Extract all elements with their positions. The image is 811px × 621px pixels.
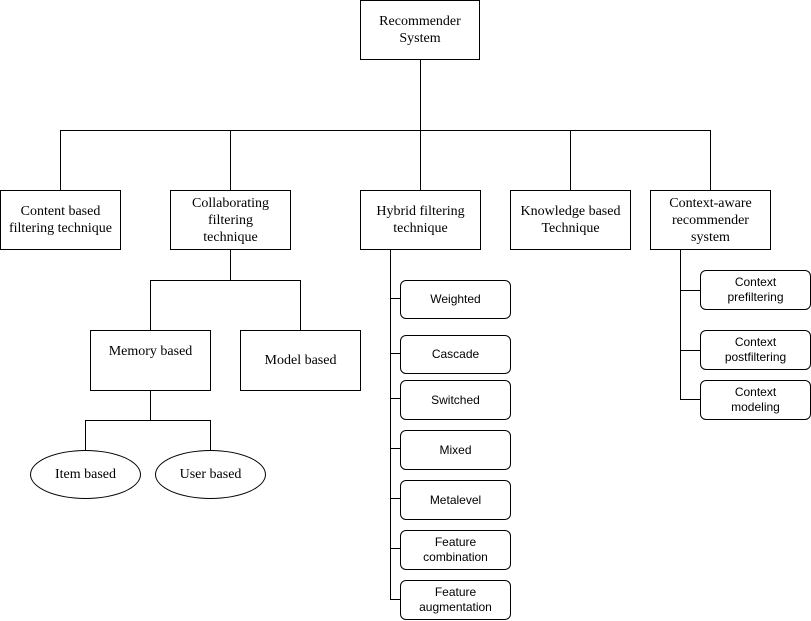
node-label: Metalevel [429, 492, 482, 507]
node-label: User based [179, 467, 242, 482]
node-mixed: Mixed [400, 430, 511, 470]
node-feature-augmentation: Feature augmentation [400, 580, 511, 620]
node-memory-based: Memory based [90, 330, 211, 391]
node-label: Context modeling [731, 385, 780, 414]
node-label: Model based [264, 353, 337, 368]
node-item-based: Item based [30, 450, 141, 499]
node-label: Feature augmentation [419, 585, 492, 614]
node-knowledge-based: Knowledge based Technique [510, 190, 631, 250]
node-metalevel: Metalevel [400, 480, 511, 520]
node-hybrid-filtering: Hybrid filtering technique [360, 190, 481, 250]
node-feature-combination: Feature combination [400, 530, 511, 570]
node-context-modeling: Context modeling [700, 380, 811, 420]
node-label: Weighted [430, 292, 481, 306]
node-label: Cascade [431, 347, 480, 361]
node-weighted: Weighted [400, 280, 511, 319]
node-label: Switched [431, 392, 480, 407]
node-content-based: Content based filtering technique [0, 190, 121, 250]
node-model-based: Model based [240, 330, 361, 391]
node-label: Hybrid filtering technique [376, 204, 465, 236]
node-label: Context-aware recommender system [669, 195, 752, 245]
node-label: Feature combination [423, 535, 488, 564]
node-label: Context postfiltering [724, 335, 787, 364]
node-context-prefiltering: Context prefiltering [700, 270, 811, 310]
node-context-postfiltering: Context postfiltering [700, 330, 811, 370]
node-label: Mixed [439, 442, 472, 457]
node-label: Item based [54, 467, 117, 482]
node-collaborating-filtering: Collaborating filtering technique [170, 190, 291, 250]
node-label: Recommender System [379, 14, 461, 46]
node-label: Content based filtering technique [8, 204, 113, 236]
node-recommender-system: Recommender System [360, 0, 480, 60]
node-label: Memory based [108, 344, 193, 359]
node-context-aware: Context-aware recommender system [650, 190, 771, 250]
node-label: Context prefiltering [727, 275, 784, 304]
node-label: Collaborating filtering technique [192, 195, 269, 245]
node-user-based: User based [155, 450, 266, 499]
node-label: Knowledge based Technique [520, 204, 621, 236]
node-switched: Switched [400, 380, 511, 420]
node-cascade: Cascade [400, 335, 511, 374]
